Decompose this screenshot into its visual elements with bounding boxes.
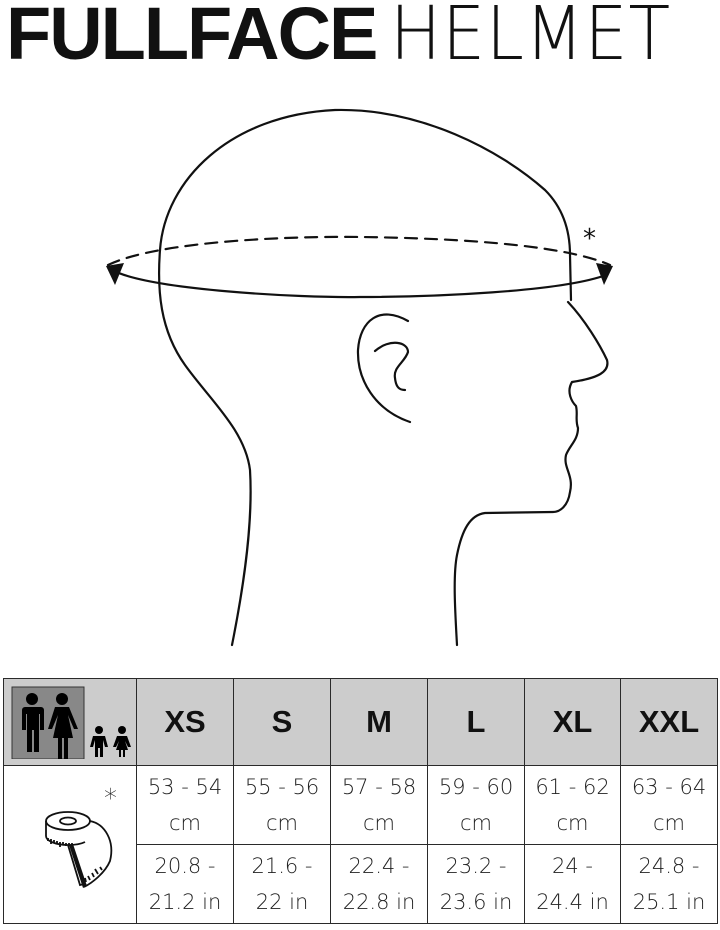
neck-back-outline xyxy=(157,248,252,647)
size-xl: XL xyxy=(524,678,621,766)
size-xxl: XXL xyxy=(620,678,718,766)
in-xxl: 24.8 -25.1 in xyxy=(620,844,718,924)
in-xl: 24 -24.4 in xyxy=(524,844,621,924)
head-measurement-illustration xyxy=(106,108,613,647)
size-xs: XS xyxy=(136,678,234,766)
measure-dashed-line xyxy=(106,235,612,267)
inch-row: 20.8 -21.2 in 21.6 -22 in 22.4 -22.8 in … xyxy=(4,844,718,924)
in-m: 22.4 -22.8 in xyxy=(330,844,428,924)
ear-inner xyxy=(373,341,410,392)
title-light: HELMET xyxy=(390,0,672,77)
arrow-right-icon xyxy=(596,263,613,285)
in-xs: 20.8 -21.2 in xyxy=(136,844,234,924)
arrow-left-icon xyxy=(106,263,124,285)
measure-solid-line xyxy=(110,268,608,299)
measure-asterisk: * xyxy=(583,224,596,254)
measuring-tape-icon xyxy=(45,811,113,888)
size-s: S xyxy=(233,678,331,766)
adult-and-child-figures-icon xyxy=(11,686,131,759)
people-icon-cell xyxy=(3,678,137,766)
size-l: L xyxy=(427,678,525,766)
size-m: M xyxy=(330,678,428,766)
ear-outline xyxy=(356,313,412,424)
in-l: 23.2 -23.6 in xyxy=(427,844,525,924)
measuring-tape-cell: * xyxy=(3,765,137,924)
title-bold: FULLFACE xyxy=(6,0,378,75)
tape-asterisk: * xyxy=(104,784,117,814)
face-profile-outline xyxy=(453,300,609,647)
size-header-row: XS S M L XL XXL xyxy=(3,678,718,766)
in-s: 21.6 -22 in xyxy=(233,844,331,924)
head-outline xyxy=(158,108,573,302)
